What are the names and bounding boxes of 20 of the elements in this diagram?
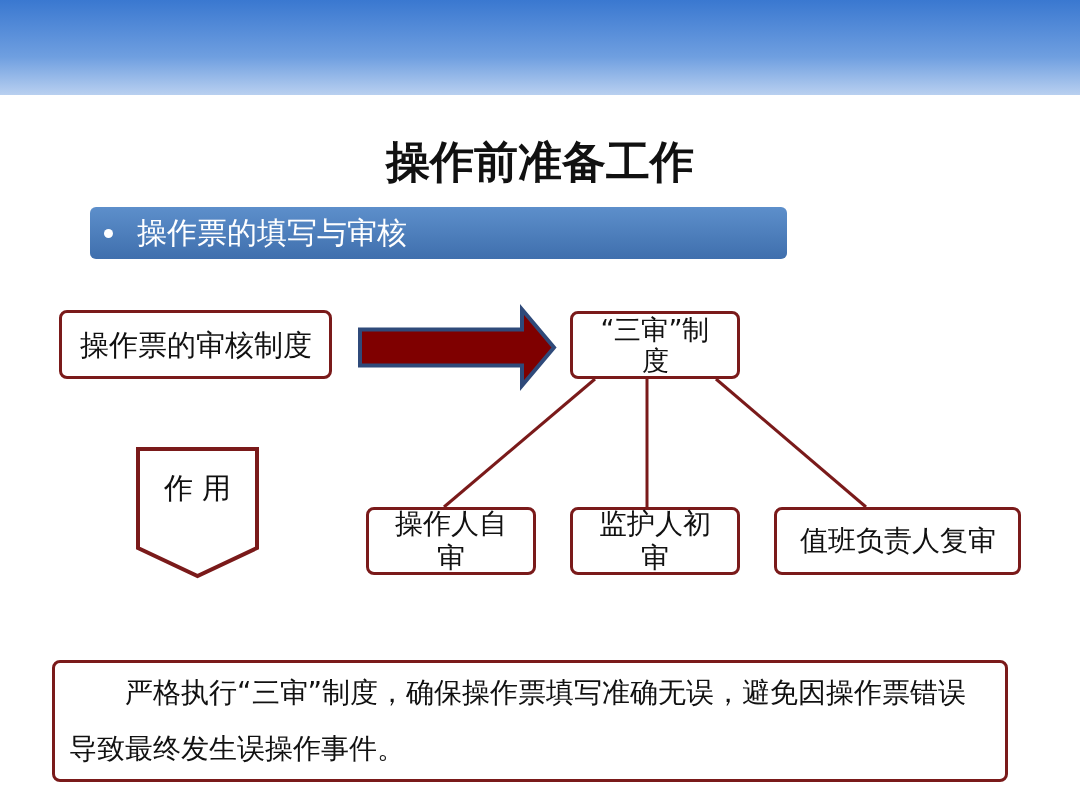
connector-line: [645, 379, 649, 507]
box-text: 监护人初审: [598, 507, 712, 575]
section-heading: 操作票的填写与审核: [137, 214, 407, 252]
connector-line: [443, 377, 596, 509]
box-text: 作 用: [163, 469, 232, 507]
text-box: [570, 311, 740, 379]
box-text: 操作票的审核制度: [79, 326, 312, 364]
box-text: 严格执行“三审”制度，确保操作票填写准确无误，避免因操作票错误导致最终发生误操作事件。: [69, 675, 967, 767]
block-arrow: [358, 304, 557, 391]
text-box: [774, 507, 1021, 575]
connector-line: [715, 377, 867, 509]
slide-title: 操作前准备工作: [384, 135, 695, 189]
text-box: [366, 507, 536, 575]
text-box: [570, 507, 740, 575]
pentagon-arrow-shape: [136, 447, 259, 578]
box-text: 值班负责人复审: [799, 524, 996, 558]
text-box: [52, 660, 1008, 782]
text-box: [59, 310, 332, 379]
box-text: 操作人自审: [394, 507, 508, 575]
box-text: “三审”制度: [599, 314, 711, 376]
